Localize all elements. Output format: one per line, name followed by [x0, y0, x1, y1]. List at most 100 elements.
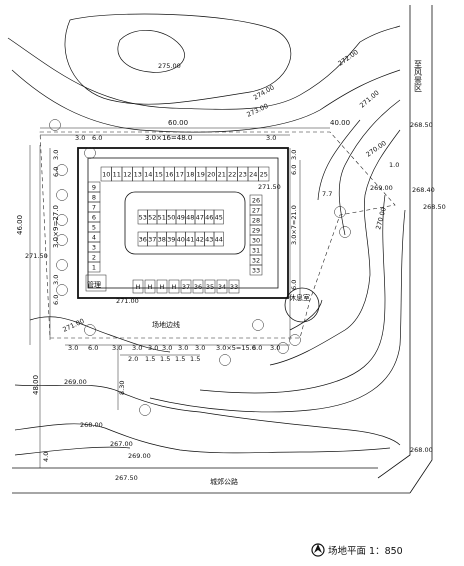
svg-text:40.00: 40.00	[330, 119, 350, 127]
parking-slot-label: 49	[177, 213, 185, 221]
svg-text:3.0: 3.0	[162, 344, 172, 352]
tree-icon	[219, 354, 231, 366]
svg-text:3.0×5=15.0: 3.0×5=15.0	[216, 344, 256, 352]
svg-text:3.0: 3.0	[132, 344, 142, 352]
parking-slot-label: 26	[252, 196, 260, 204]
central-island	[124, 191, 246, 255]
svg-text:3.0×16=48.0: 3.0×16=48.0	[145, 134, 192, 142]
parking-slot-label: 3	[92, 243, 96, 251]
svg-text:3.0×9=27.0: 3.0×9=27.0	[52, 205, 60, 248]
tree-icon	[56, 214, 68, 226]
parking-slot-label: 34	[218, 283, 226, 291]
parking-slot-label: 29	[252, 226, 260, 234]
parking-slot-label: 47	[196, 213, 204, 221]
parking-slot-label: 6	[92, 213, 96, 221]
parking-slot-label: 28	[252, 216, 260, 224]
site-boundary-label: 场地边线	[152, 320, 180, 329]
svg-text:1.5: 1.5	[160, 355, 170, 363]
parking-slot	[258, 166, 270, 182]
tree-icon	[334, 206, 346, 218]
parking-slot-label: 31	[252, 246, 260, 254]
svg-text:3.0: 3.0	[148, 344, 158, 352]
parking-slot	[249, 264, 263, 276]
parking-slot-label: 51	[158, 213, 166, 221]
parking-slot-label: 53	[139, 213, 147, 221]
svg-text:3.0: 3.0	[52, 275, 60, 285]
parking-slot-label: 37	[148, 235, 156, 243]
svg-text:268.50: 268.50	[410, 121, 433, 129]
parking-slot-label: 2	[92, 253, 96, 261]
parking-slot-label: 37	[182, 283, 190, 291]
parking-slot-label: 46	[205, 213, 213, 221]
parking-slot	[192, 279, 204, 294]
svg-text:7.7: 7.7	[322, 190, 332, 198]
svg-text:3.0: 3.0	[290, 150, 298, 160]
tree-icon	[252, 319, 264, 331]
svg-text:267.00: 267.00	[110, 440, 133, 448]
parking-slot-label: 9	[92, 183, 96, 191]
svg-text:60.00: 60.00	[168, 119, 188, 127]
svg-text:3.0: 3.0	[266, 134, 276, 142]
svg-text:274.00: 274.00	[252, 83, 276, 101]
parking-slot-label: 43	[205, 235, 213, 243]
svg-text:269.00: 269.00	[128, 452, 151, 460]
parking-slot-label: 8	[92, 193, 96, 201]
tree-icon	[289, 334, 301, 346]
parking-slot-label: 17	[176, 170, 184, 178]
suburb-road-label: 城郊公路	[210, 477, 238, 486]
svg-text:6.0: 6.0	[290, 280, 298, 290]
svg-text:271.00: 271.00	[116, 297, 139, 305]
contour-labels: 275.00 274.00 273.00 272.00 271.00 270.0…	[61, 48, 392, 448]
parking-slot	[144, 279, 156, 294]
svg-text:268.40: 268.40	[412, 186, 435, 194]
svg-text:4.0: 4.0	[42, 452, 50, 462]
rest-building	[284, 287, 320, 323]
parking-slot	[168, 279, 180, 294]
parking-slot-label: 16	[165, 170, 173, 178]
svg-text:3.0: 3.0	[68, 344, 78, 352]
trees	[49, 119, 351, 416]
tree-icon	[56, 164, 68, 176]
svg-text:46.00: 46.00	[16, 215, 24, 235]
parking-slot-label: 14	[144, 170, 152, 178]
parking-slot-label: H	[136, 283, 141, 291]
svg-text:273.00: 273.00	[245, 102, 269, 119]
parking-slot-label: 30	[252, 236, 260, 244]
svg-text:271.50: 271.50	[258, 183, 281, 191]
svg-text:2.0: 2.0	[128, 355, 138, 363]
parking-slot-label: 32	[252, 256, 260, 264]
management-box	[85, 274, 107, 292]
parking-slot-label: 50	[167, 213, 175, 221]
parking-slot-label: 40	[177, 235, 185, 243]
parking-slot-label: 25	[260, 170, 268, 178]
parking-slot	[228, 279, 240, 294]
svg-text:6.0: 6.0	[252, 344, 262, 352]
dimension-labels: 60.00 40.00 3.0 6.0 3.0×16=48.0 3.0 46.0…	[16, 119, 399, 462]
scenic-road	[377, 5, 433, 494]
svg-text:1.5: 1.5	[175, 355, 185, 363]
tree-icon	[277, 342, 289, 354]
svg-text:3.0×7=21.0: 3.0×7=21.0	[290, 205, 298, 245]
svg-text:268.00: 268.00	[80, 421, 103, 429]
dimension-lines	[29, 127, 330, 468]
parking-slot-label: 36	[194, 283, 202, 291]
elevation-labels: 268.50 268.40 268.50 271.50 271.00 271.5…	[25, 121, 446, 482]
svg-text:269.00: 269.00	[370, 184, 393, 192]
parking-slot-label: 38	[158, 235, 166, 243]
svg-text:48.00: 48.00	[32, 375, 40, 395]
svg-text:3.0: 3.0	[52, 150, 60, 160]
parking-slot-label: 12	[123, 170, 131, 178]
parking-slot-label: H	[148, 283, 153, 291]
parking-slot-label: 22	[228, 170, 236, 178]
svg-text:267.50: 267.50	[115, 474, 138, 482]
svg-text:270.00: 270.00	[374, 206, 388, 230]
parking-slot-label: 11	[113, 170, 121, 178]
svg-text:268.50: 268.50	[423, 203, 446, 211]
parking-slot-label: 10	[102, 170, 110, 178]
